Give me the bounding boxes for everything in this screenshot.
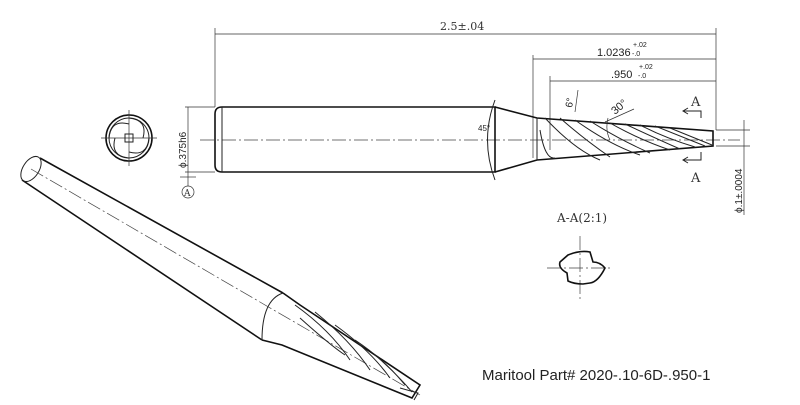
flute-length-tol-minus: -.0 — [638, 73, 646, 80]
flute-length-tol-plus: +.02 — [639, 64, 653, 71]
chamfer-angle-text: 45° — [478, 124, 490, 133]
section-label: A-A(2:1) — [556, 211, 607, 225]
overall-length-dimension: 2.5±.04 — [214, 20, 717, 130]
flute-length-text: .950 — [611, 69, 632, 81]
section-cut-markers: A A — [682, 95, 702, 186]
end-mill-side-view: 45° 6° 30° — [200, 89, 740, 181]
datum-label: A — [183, 189, 191, 199]
section-marker-bottom: A — [690, 171, 701, 186]
tip-diameter-text: ϕ.1±.0004 — [734, 168, 745, 213]
shank-diameter-text: ϕ.375h6 — [178, 131, 189, 168]
overall-length-text: 2.5±.04 — [440, 20, 484, 33]
flute-reach-text: 1.0236 — [597, 47, 631, 59]
flute-length-dimension: .950 +.02 -.0 — [549, 64, 716, 150]
shank-diameter-dimension: ϕ.375h6 A — [178, 106, 215, 199]
section-marker-top: A — [690, 95, 701, 110]
part-number: Maritool Part# 2020-.10-6D-.950-1 — [482, 367, 710, 384]
end-view — [101, 110, 157, 166]
section-a-a-view: A-A(2:1) — [547, 211, 613, 300]
taper-angle-text: 6° — [564, 97, 576, 108]
end-mill-isometric-view — [20, 155, 422, 401]
tip-diameter-dimension: ϕ.1±.0004 — [716, 120, 750, 215]
flute-reach-tol-minus: -.0 — [632, 51, 640, 58]
flute-reach-tol-plus: +.02 — [633, 42, 647, 49]
helix-angle-text: 30° — [609, 97, 629, 117]
flute-reach-dimension: 1.0236 +.02 -.0 — [532, 42, 716, 158]
